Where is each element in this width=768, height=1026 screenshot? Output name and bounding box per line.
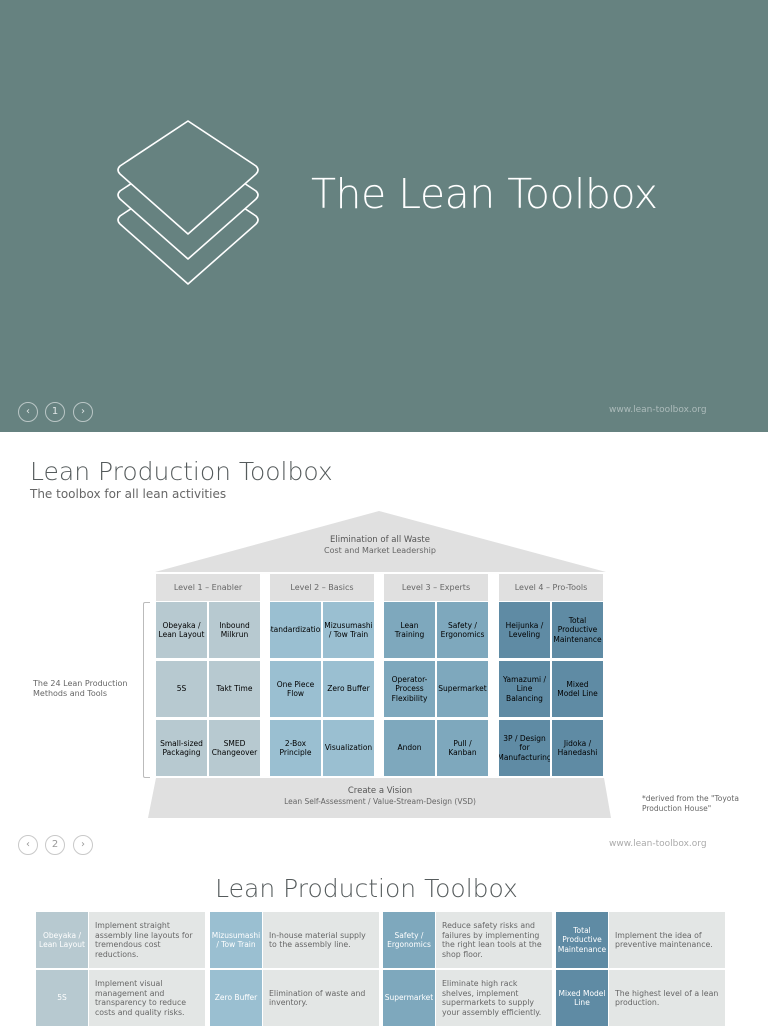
bracket [143,602,150,778]
tool-cell[interactable]: Small-sized Packaging [156,720,207,776]
tool-cell[interactable]: Yamazumi / Line Balancing [499,661,550,717]
tool-cell[interactable]: Heijunka / Leveling [499,602,550,658]
page-indicator: 1 [45,402,65,422]
website-link[interactable]: www.lean-toolbox.org [609,839,707,849]
level-header: Level 2 – Basics [270,574,374,601]
slide-title: The Lean Toolbox [311,170,658,218]
tool-cell[interactable]: Mizusumashi / Tow Train [323,602,374,658]
side-label: The 24 Lean Production Methods and Tools [33,679,128,698]
next-slide-button[interactable]: › [73,402,93,422]
tool-name-cell: Mizusumashi / Tow Train [210,912,262,968]
page-indicator: 2 [45,835,65,855]
tool-name-cell: Supermarket [383,970,435,1026]
stacked-layers-icon [117,120,259,285]
tool-cell[interactable]: Safety / Ergonomics [437,602,488,658]
level-header: Level 4 – Pro-Tools [499,574,603,601]
tool-cell[interactable]: Pull / Kanban [437,720,488,776]
tool-description-cell: In-house material supply to the assembly… [263,912,379,968]
slide-title: Lean Production Toolbox [215,874,518,903]
slide-title: Lean Production Toolbox [30,457,333,486]
chevron-left-icon: ‹ [26,839,30,850]
tool-name-cell: Obeyaka / Lean Layout [36,912,88,968]
footnote: *derived from the "Toyota Production Hou… [642,794,739,813]
tool-cell[interactable]: SMED Changeover [209,720,260,776]
tool-description-cell: Reduce safety risks and failures by impl… [436,912,552,968]
tool-name-cell: Zero Buffer [210,970,262,1026]
tool-cell[interactable]: 3P / Design for Manufacturing [499,720,550,776]
title-slide: The Lean Toolbox ‹ 1 › www.lean-toolbox.… [0,0,768,432]
tool-cell[interactable]: Zero Buffer [323,661,374,717]
roof-subtitle: Cost and Market Leadership [324,546,436,555]
next-slide-button[interactable]: › [73,835,93,855]
tool-description-cell: The highest level of a lean production. [609,970,725,1026]
tool-name-cell: Safety / Ergonomics [383,912,435,968]
tool-description-cell: Implement straight assembly line layouts… [89,912,205,968]
tool-cell[interactable]: Visualization [323,720,374,776]
tool-name-cell: Mixed Model Line [556,970,608,1026]
chevron-left-icon: ‹ [26,406,30,417]
tool-description-cell: Elimination of waste and inventory. [263,970,379,1026]
tool-cell[interactable]: 2-Box Principle [270,720,321,776]
tool-cell[interactable]: Mixed Model Line [552,661,603,717]
tool-name-cell: Total Productive Maintenance [556,912,608,968]
prev-slide-button[interactable]: ‹ [18,835,38,855]
chevron-right-icon: › [81,839,85,850]
tool-cell[interactable]: Operator-Process Flexibility [384,661,435,717]
tool-description-cell: Eliminate high rack shelves, implement s… [436,970,552,1026]
tool-cell[interactable]: Inbound Milkrun [209,602,260,658]
tool-cell[interactable]: One Piece Flow [270,661,321,717]
tool-cell[interactable]: 5S [156,661,207,717]
prev-slide-button[interactable]: ‹ [18,402,38,422]
tool-cell[interactable]: Total Productive Maintenance [552,602,603,658]
tool-description-cell: Implement the idea of preventive mainten… [609,912,725,968]
tool-description-cell: Implement visual management and transpar… [89,970,205,1026]
website-link[interactable]: www.lean-toolbox.org [609,405,707,415]
level-header: Level 1 – Enabler [156,574,260,601]
tool-cell[interactable]: Lean Training [384,602,435,658]
tool-cell[interactable]: Takt Time [209,661,260,717]
house-shape [148,511,611,818]
tool-cell[interactable]: Obeyaka / Lean Layout [156,602,207,658]
foundation [148,778,611,818]
tool-name-cell: 5S [36,970,88,1026]
chevron-right-icon: › [81,406,85,417]
level-header: Level 3 – Experts [384,574,488,601]
tool-cell[interactable]: Jidoka / Hanedashi [552,720,603,776]
slide-subtitle: The toolbox for all lean activities [30,487,227,501]
toolbox-house-slide: Lean Production Toolbox The toolbox for … [0,432,768,864]
tool-descriptions-slide: Lean Production Toolbox Obeyaka / Lean L… [0,864,768,1026]
foundation-title: Create a Vision [347,786,413,796]
foundation-subtitle: Lean Self-Assessment / Value-Stream-Desi… [284,797,476,806]
tool-cell[interactable]: Andon [384,720,435,776]
tool-cell[interactable]: Standardization [270,602,321,658]
roof [155,511,606,572]
roof-title: Elimination of all Waste [330,535,430,545]
tool-cell[interactable]: Supermarket [437,661,488,717]
